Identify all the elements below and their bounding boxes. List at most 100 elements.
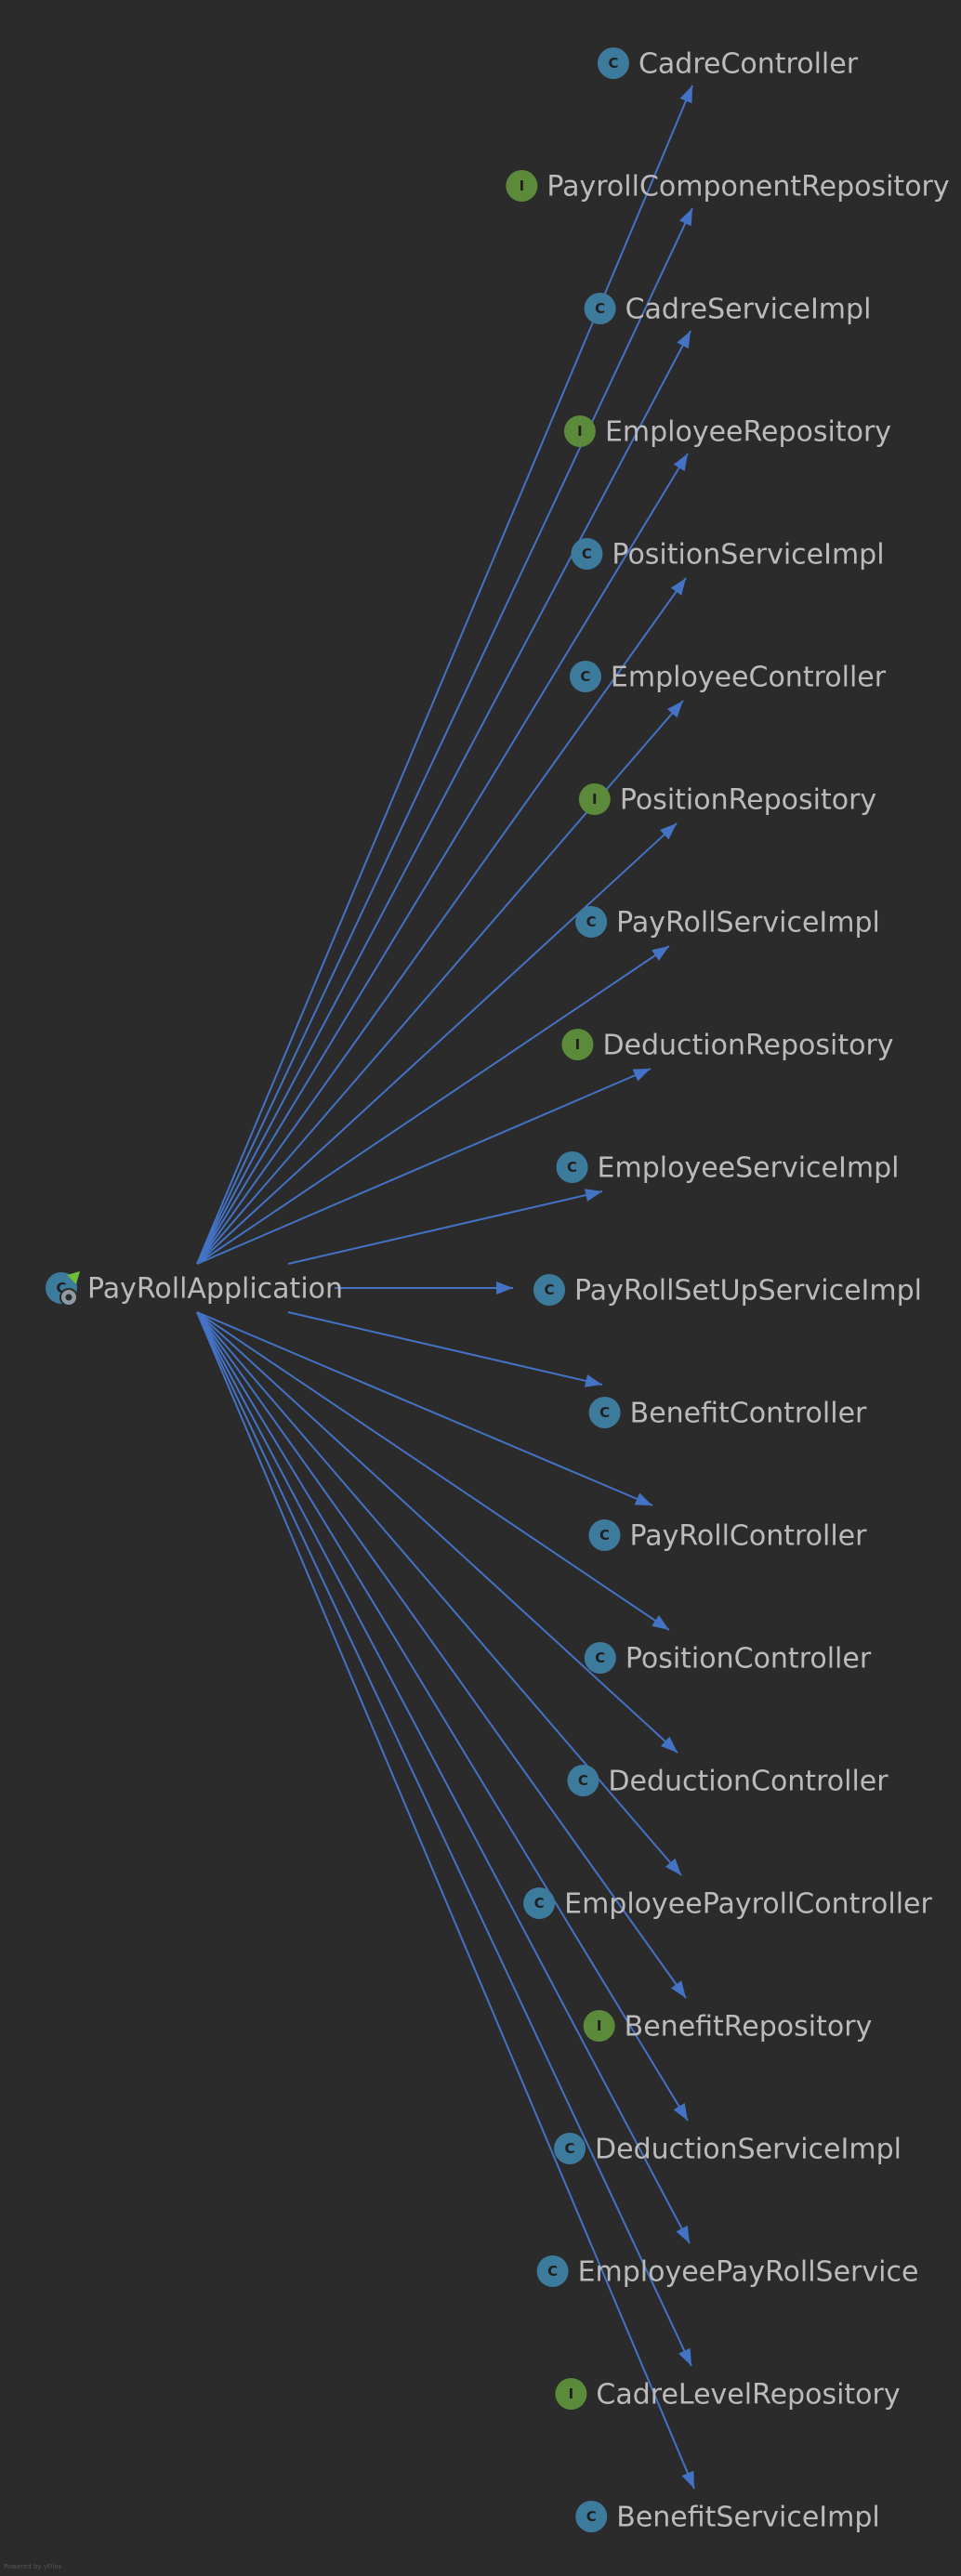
dependency-edge-pay-roll-service-impl (196, 945, 670, 1265)
class-icon: C (569, 661, 601, 692)
class-icon: C (597, 47, 629, 79)
dependency-edge-cadre-level-repository (196, 1311, 692, 2367)
arrowhead-icon (666, 701, 683, 718)
interface-icon: I (583, 2010, 615, 2042)
dependency-edge-deduction-repository (196, 1068, 652, 1265)
interface-icon: I (555, 2378, 587, 2410)
arrowhead-icon (584, 1374, 602, 1387)
arrowhead-icon (670, 578, 686, 596)
node-employee-pay-roll-service[interactable]: C EmployeePayRollService (536, 2255, 919, 2289)
dependency-edge-deduction-controller (196, 1311, 678, 1754)
arrowhead-icon (496, 1281, 513, 1295)
node-label: DeductionServiceImpl (595, 2134, 902, 2166)
node-label: PayRollServiceImpl (616, 907, 880, 940)
svg-text:C: C (578, 1772, 588, 1789)
arrowhead-icon (676, 2225, 690, 2243)
node-label: PositionRepository (620, 784, 876, 817)
dependency-edge-cadre-controller (196, 85, 693, 1265)
dependency-edge-benefit-controller (287, 1311, 603, 1386)
node-position-service-impl[interactable]: C PositionServiceImpl (571, 538, 885, 572)
svg-text:I: I (597, 2017, 602, 2034)
node-deduction-service-impl[interactable]: C DeductionServiceImpl (554, 2133, 902, 2166)
dependency-edge-payroll-component-repository (196, 207, 693, 1265)
dependency-edge-pay-roll-controller (196, 1311, 653, 1506)
dependency-edge-employee-payroll-controller (196, 1311, 682, 1876)
arrowhead-icon (665, 1858, 681, 1875)
class-icon: C (536, 2255, 569, 2287)
svg-text:I: I (577, 423, 583, 440)
arrowhead-icon (634, 1492, 652, 1505)
arrowhead-icon (673, 2102, 688, 2121)
node-label: PayrollComponentRepository (546, 171, 949, 204)
node-benefit-repository[interactable]: I BenefitRepository (583, 2010, 873, 2044)
svg-text:C: C (595, 1649, 605, 1666)
spring-boot-class-icon: C (46, 1271, 80, 1307)
node-pay-roll-service-impl[interactable]: C PayRollServiceImpl (575, 906, 880, 940)
arrowhead-icon (681, 2470, 694, 2489)
arrowhead-icon (660, 823, 677, 840)
class-icon: C (533, 1274, 565, 1306)
root-label: PayRollApplication (87, 1273, 343, 1306)
class-icon: C (554, 2133, 586, 2164)
node-payroll-component-repository[interactable]: I PayrollComponentRepository (506, 170, 950, 204)
dependency-edge-cadre-service-impl (196, 330, 691, 1265)
dependency-edge-benefit-service-impl (196, 1311, 695, 2490)
dependency-edge-position-service-impl (196, 577, 687, 1265)
svg-text:C: C (586, 913, 597, 930)
node-employee-controller[interactable]: C EmployeeController (569, 661, 887, 694)
edges-layer (196, 85, 695, 2490)
interface-icon: I (561, 1029, 594, 1060)
node-cadre-controller[interactable]: C CadreController (597, 47, 859, 81)
class-icon: C (588, 1519, 621, 1551)
dependency-edge-benefit-repository (196, 1311, 687, 1999)
watermark: Powered by yFiles (4, 2563, 62, 2570)
node-label: CadreController (638, 48, 859, 81)
node-cadre-service-impl[interactable]: C CadreServiceImpl (584, 293, 872, 326)
svg-text:I: I (520, 177, 525, 194)
svg-text:C: C (534, 1895, 545, 1912)
svg-text:C: C (580, 668, 590, 685)
arrowhead-icon (673, 453, 688, 472)
node-benefit-service-impl[interactable]: C BenefitServiceImpl (575, 2501, 880, 2534)
node-label: CadreServiceImpl (625, 294, 872, 326)
svg-text:C: C (565, 2140, 575, 2157)
class-icon: C (584, 1642, 616, 1674)
svg-text:C: C (56, 1280, 66, 1296)
arrowhead-icon (670, 1980, 686, 1998)
class-icon: C (571, 538, 603, 570)
svg-text:C: C (582, 545, 592, 562)
class-icon: C (567, 1765, 599, 1796)
node-label: BenefitServiceImpl (616, 2502, 880, 2534)
interface-icon: I (506, 170, 538, 202)
root-node[interactable]: C PayRollApplication (46, 1271, 343, 1307)
node-label: PositionServiceImpl (612, 539, 884, 572)
node-label: PositionController (625, 1643, 872, 1676)
svg-text:C: C (586, 2508, 597, 2525)
svg-text:I: I (569, 2385, 574, 2402)
node-label: DeductionController (608, 1766, 889, 1798)
node-label: EmployeeController (611, 662, 887, 694)
class-icon: C (584, 293, 616, 324)
node-label: EmployeePayRollService (578, 2256, 919, 2289)
class-icon: C (575, 2501, 608, 2532)
node-label: EmployeePayrollController (564, 1888, 932, 1921)
node-position-controller[interactable]: C PositionController (584, 1642, 872, 1676)
interface-icon: I (563, 415, 596, 447)
node-label: BenefitRepository (625, 2011, 873, 2044)
svg-text:C: C (544, 1281, 554, 1298)
node-deduction-controller[interactable]: C DeductionController (567, 1765, 889, 1798)
arrowhead-icon (678, 2347, 691, 2366)
node-employee-payroll-controller[interactable]: C EmployeePayrollController (523, 1887, 933, 1921)
dependency-edge-position-repository (196, 822, 678, 1265)
arrowhead-icon (679, 85, 692, 104)
class-icon: C (588, 1397, 621, 1428)
